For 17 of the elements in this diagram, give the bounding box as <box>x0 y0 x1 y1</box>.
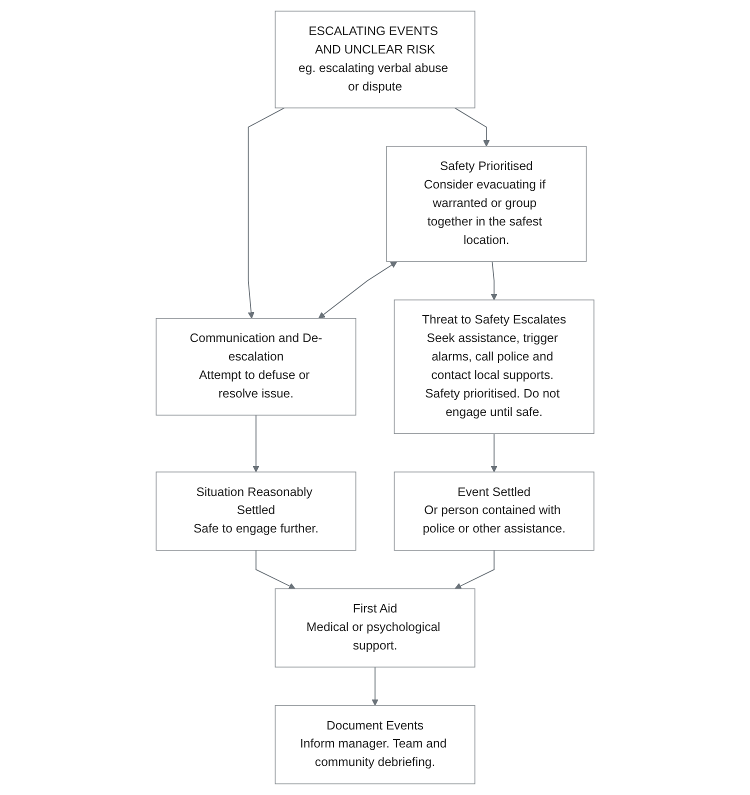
arrow <box>318 261 398 319</box>
node-box: Safety Prioritised Consider evacuating if warranted or group together in the safest location. <box>386 146 587 262</box>
node-box: Event Settled Or person contained with police or other assistance. <box>394 472 594 551</box>
arrow <box>248 107 285 319</box>
arrow <box>490 433 498 472</box>
node-box: ESCALATING EVENTS AND UNCLEAR RISK eg. escalating verbal abuse or dispute <box>274 10 476 108</box>
node-box: Document Events Inform manager. Team and community debriefing. <box>274 705 476 784</box>
node-box: Situation Reasonably Settled Safe to engage further. <box>156 472 356 551</box>
arrow <box>372 666 378 706</box>
node-box: Communication and De-escalation Attempt to defuse or resolve issue. <box>156 318 356 416</box>
node-box: First Aid Medical or psychological support. <box>274 588 476 668</box>
arrow <box>490 261 498 300</box>
arrow <box>454 107 490 147</box>
arrow <box>454 550 494 590</box>
node-box: Threat to Safety Escalates Seek assistance, trigger alarms, call police and contact local supports. Safety prioritised. Do not engage until safe. <box>394 300 594 434</box>
arrow <box>255 550 296 590</box>
arrow <box>252 414 260 472</box>
